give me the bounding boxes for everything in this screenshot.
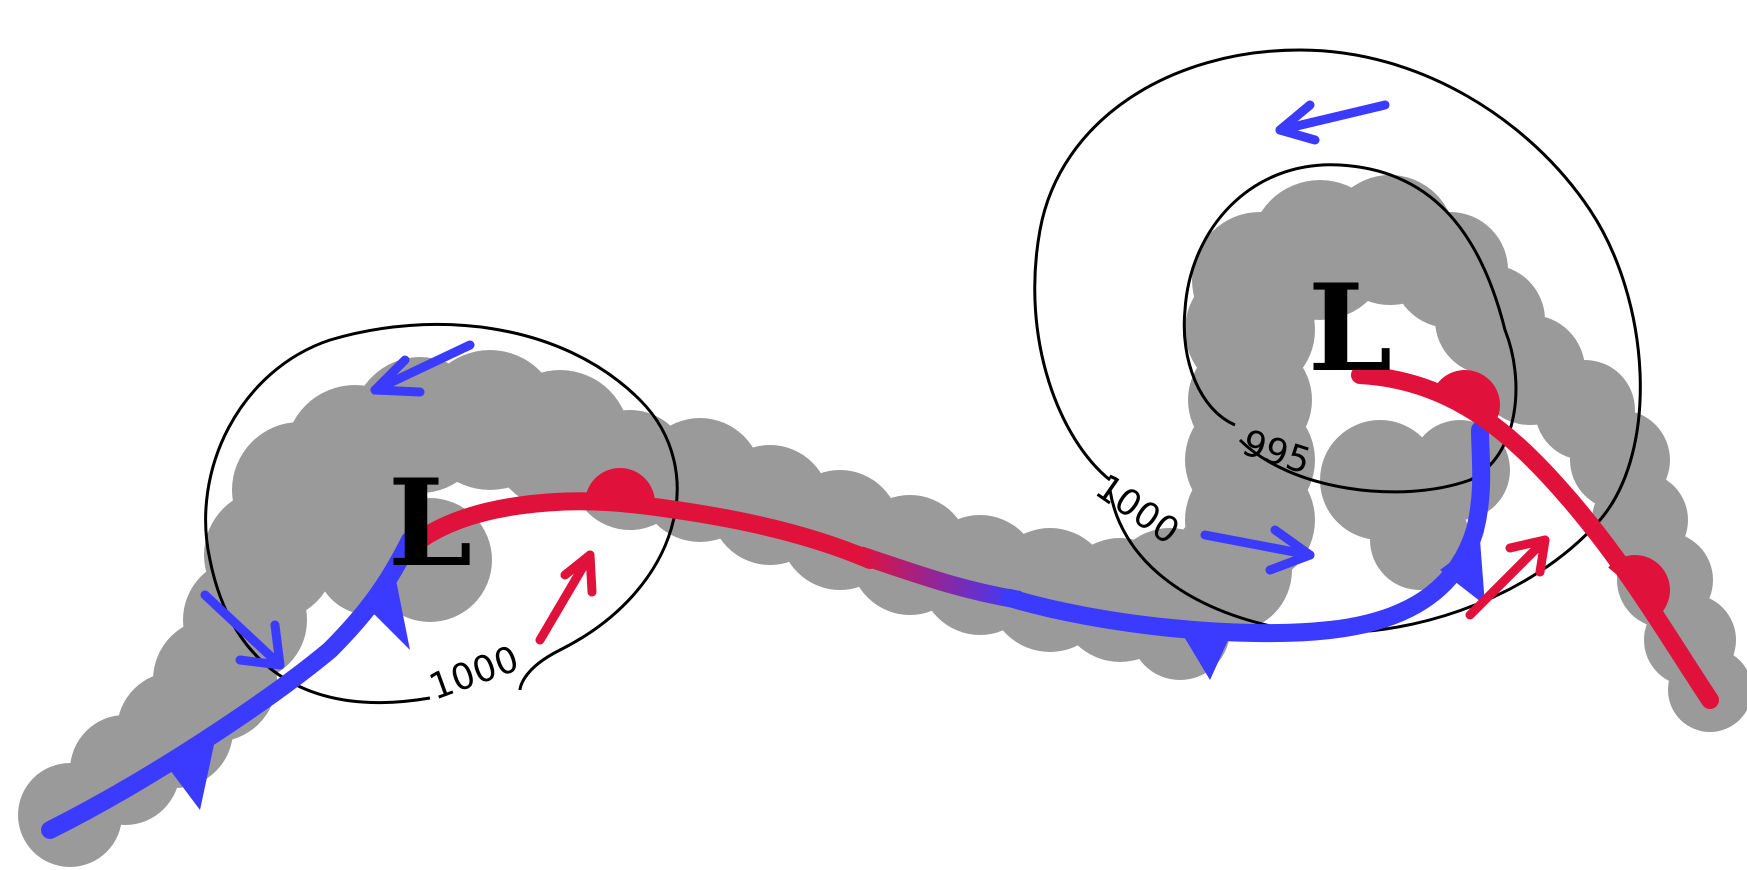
low-pressure-symbol-right: L [1308, 258, 1392, 399]
isobar-label-1000-left: 1000 [424, 639, 524, 709]
warm-air-arrow-icon [540, 555, 592, 640]
cold-air-arrow-icon [1280, 105, 1385, 140]
low-pressure-symbol-left: L [388, 453, 472, 594]
